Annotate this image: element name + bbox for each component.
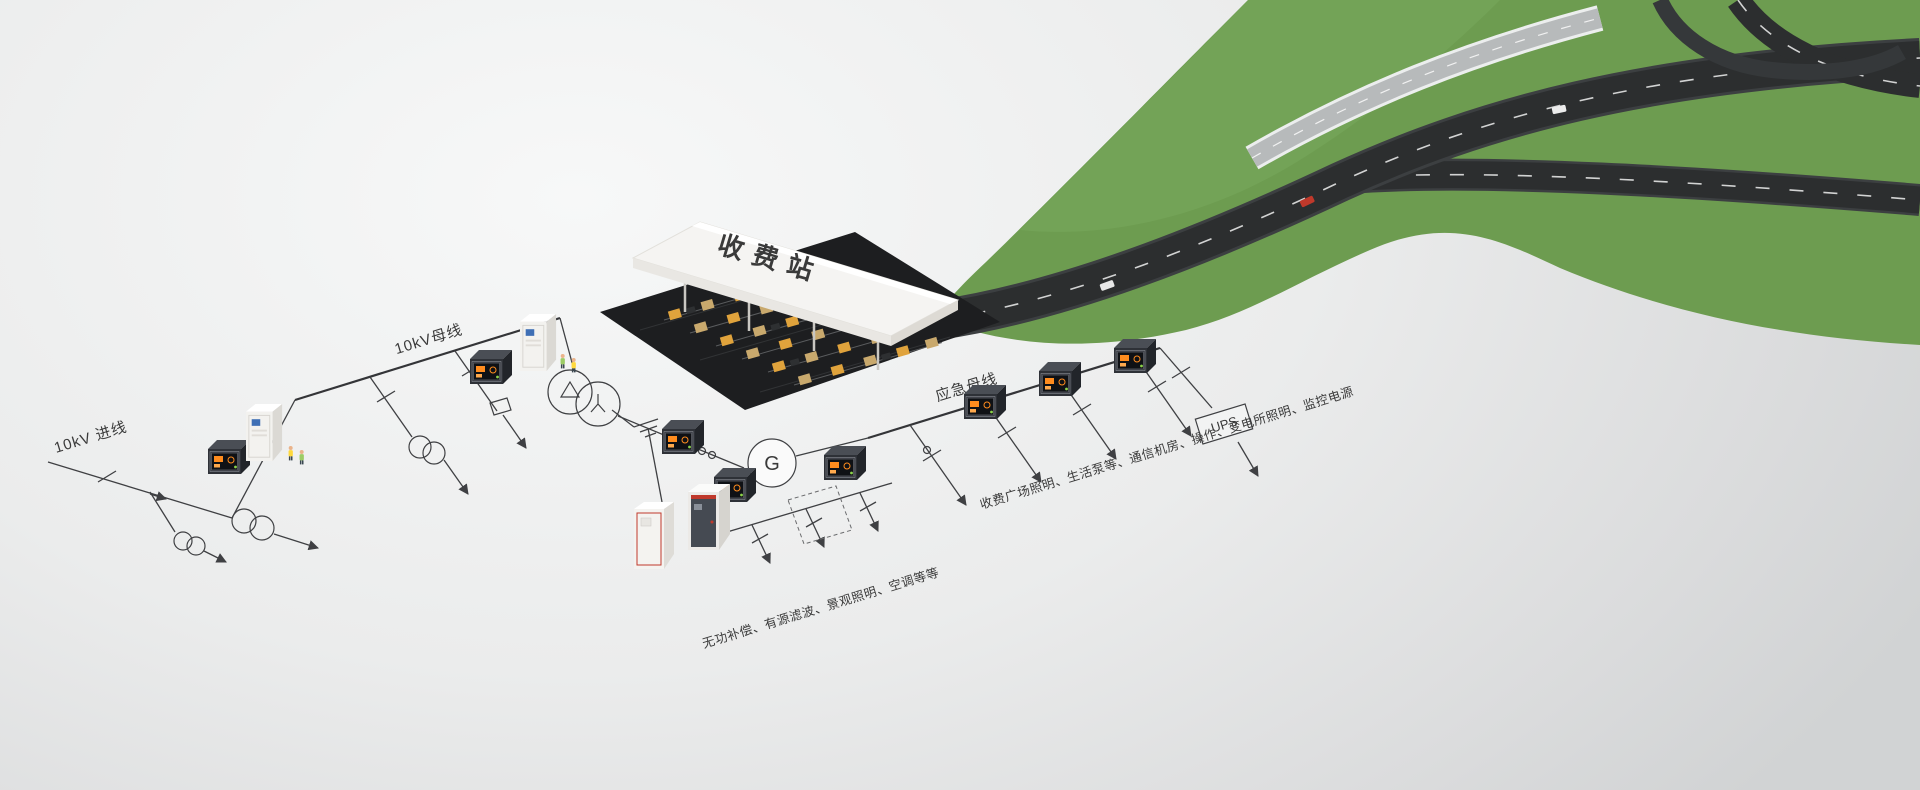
switchgear-cabinet	[519, 313, 557, 372]
switch-symbol	[1171, 366, 1191, 379]
capacitor-symbol	[489, 397, 512, 416]
main-transformer-section: G	[547, 317, 869, 488]
toll-plaza-asphalt	[600, 232, 1000, 410]
generator-symbol: G	[747, 438, 797, 488]
power-meter	[963, 384, 1007, 420]
loads-left-label: 无功补偿、有源滤波、景观照明、空调等等	[700, 564, 941, 651]
worker-figure	[560, 354, 565, 369]
busbar-10kv-label: 10kV母线	[393, 321, 465, 358]
switch-symbol	[859, 501, 877, 512]
generator-label: G	[764, 453, 780, 475]
switchgear-cabinet	[633, 501, 675, 570]
ups-box: UPS	[1194, 403, 1254, 445]
flow-arrow	[149, 491, 167, 502]
worker-figure	[288, 446, 293, 461]
transformer-symbol	[422, 441, 446, 465]
toll-plaza: 收费站	[600, 221, 1000, 410]
worker-figure	[299, 450, 304, 465]
switchgear-cabinet	[688, 484, 730, 550]
transformer-symbol	[408, 435, 432, 459]
emergency-feeder	[909, 424, 967, 506]
transformer-delta-wye-symbol	[547, 369, 621, 427]
switch-symbol	[805, 517, 823, 528]
ct-symbol	[697, 446, 707, 456]
power-meter	[207, 439, 251, 475]
loads-right-label: 收费广场照明、生活泵等、通信机房、操作、变电所照明、监控电源	[978, 384, 1355, 512]
highway-road-main	[935, 38, 1920, 340]
toll-canopy: 收费站	[631, 221, 960, 346]
vehicles-on-road	[1099, 104, 1567, 291]
power-meter	[823, 445, 867, 481]
transformer-symbol	[231, 508, 275, 541]
power-meter	[1113, 338, 1157, 374]
busbar-feeder	[369, 376, 469, 495]
switch-symbol	[1147, 380, 1167, 393]
switchgear-cabinet	[245, 403, 283, 462]
grass-highlight	[1020, 0, 1500, 232]
highway-interchange	[934, 0, 1920, 345]
dashed-group-box	[787, 485, 853, 545]
ct-symbol	[707, 450, 717, 460]
power-meter	[661, 419, 705, 455]
switch-symbol	[997, 426, 1017, 439]
power-meter	[469, 349, 513, 385]
ct-symbol	[922, 445, 932, 455]
incoming-line-label: 10kV 进线	[52, 419, 129, 457]
transformer-symbol	[173, 531, 206, 556]
highway-road-branch	[1346, 158, 1920, 216]
switch-symbol	[922, 449, 942, 462]
ups-branch: UPS	[1159, 347, 1259, 477]
switch-symbol	[376, 390, 396, 403]
switch-symbol	[751, 533, 769, 544]
toll-lane-row	[793, 336, 943, 386]
switch-symbol	[97, 470, 117, 483]
power-meter	[1038, 361, 1082, 397]
switch-symbol	[1072, 403, 1092, 416]
highway-ramp-corner	[1652, 0, 1920, 98]
overpass-bridge	[1245, 5, 1604, 170]
